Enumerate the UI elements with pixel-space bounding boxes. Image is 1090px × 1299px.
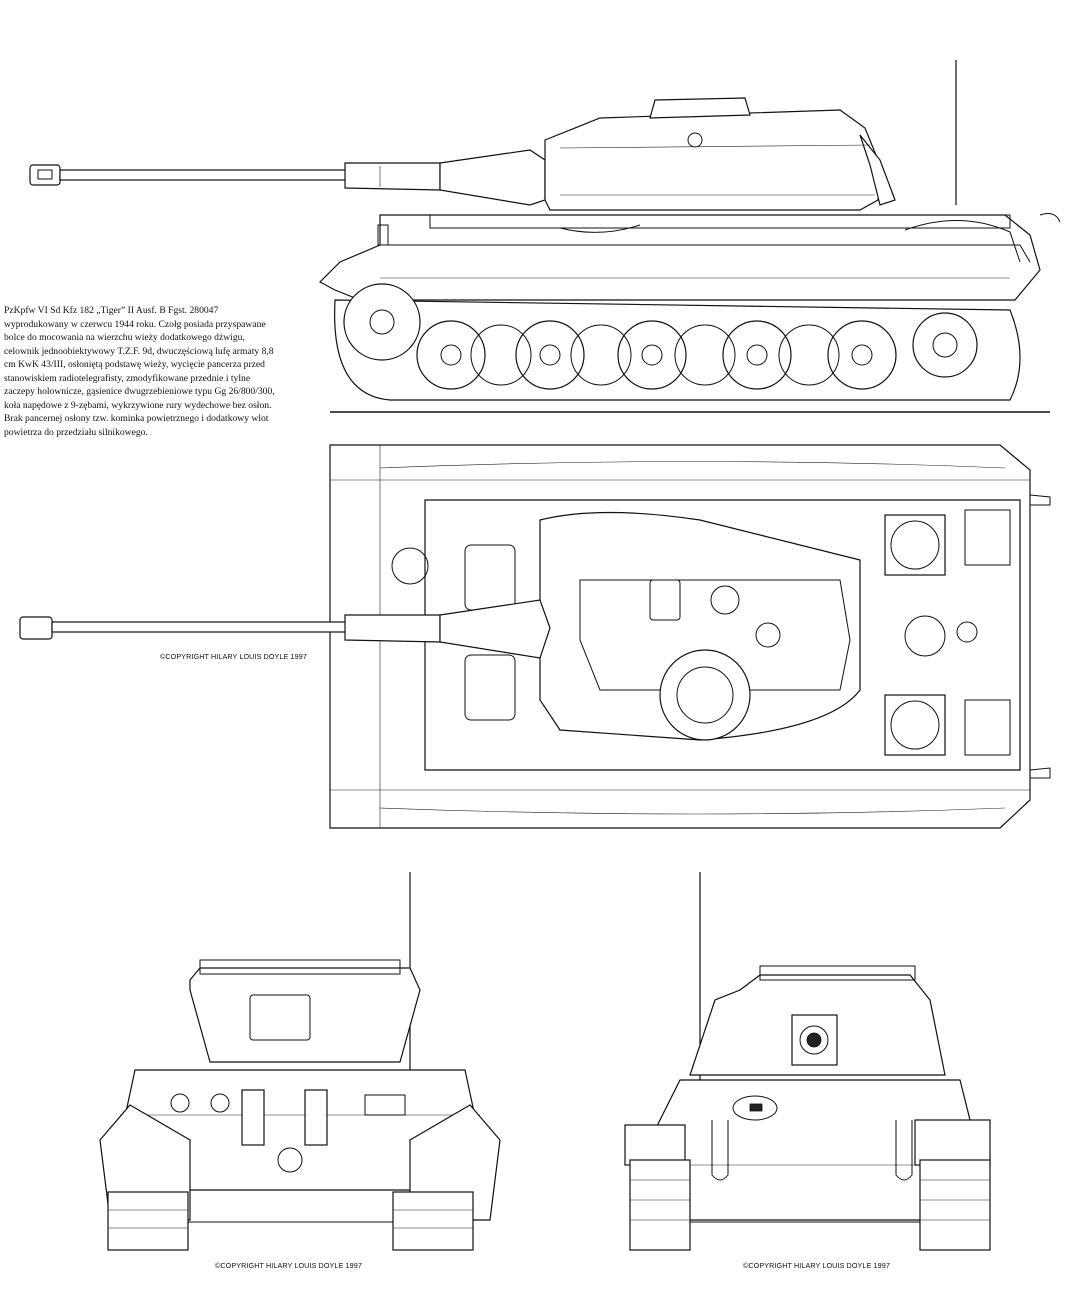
caption-line: stanowiskiem radiotelegrafisty, zmodyfik… bbox=[4, 372, 251, 384]
rear-view bbox=[624, 872, 991, 1251]
side-view bbox=[29, 60, 1061, 413]
copyright-front-view: ©COPYRIGHT HILARY LOUIS DOYLE 1997 bbox=[215, 1261, 362, 1270]
caption-line: zaczepy holownicze, gąsienice dwugrzebie… bbox=[4, 386, 275, 397]
side-turret bbox=[544, 97, 896, 211]
top-gun bbox=[19, 599, 551, 659]
side-hull bbox=[319, 213, 1061, 301]
caption-line: bolce do mocowania na wierzchu wieży dod… bbox=[4, 332, 245, 343]
copyright-top-view: ©COPYRIGHT HILARY LOUIS DOYLE 1997 bbox=[160, 652, 307, 661]
caption-line: cm KwK 43/III, osłoniętą podstawę wieży,… bbox=[4, 359, 265, 370]
caption-line: celownik jednoobiektywowy T.Z.F. 9d, dwu… bbox=[4, 345, 274, 357]
copyright-rear-view: ©COPYRIGHT HILARY LOUIS DOYLE 1997 bbox=[743, 1261, 890, 1270]
caption-line: powietrza do przedziału silnikowego. bbox=[4, 426, 148, 438]
top-view bbox=[19, 444, 1051, 829]
caption-line: wyprodukowany w czerwcu 1944 roku. Czołg… bbox=[4, 318, 266, 330]
caption-line: koła napędowe z 9-zębami, wykrzywione ru… bbox=[4, 399, 272, 411]
side-gun bbox=[29, 149, 546, 206]
caption-line: PzKpfw VI Sd Kfz 182 „Tiger” II Ausf. B … bbox=[4, 305, 219, 316]
front-view bbox=[99, 872, 501, 1251]
side-running-gear bbox=[330, 283, 1050, 413]
description-caption: PzKpfw VI Sd Kfz 182 „Tiger” II Ausf. B … bbox=[4, 304, 314, 439]
caption-line: Brak pancernej osłony tzw. kominka powie… bbox=[4, 413, 269, 424]
